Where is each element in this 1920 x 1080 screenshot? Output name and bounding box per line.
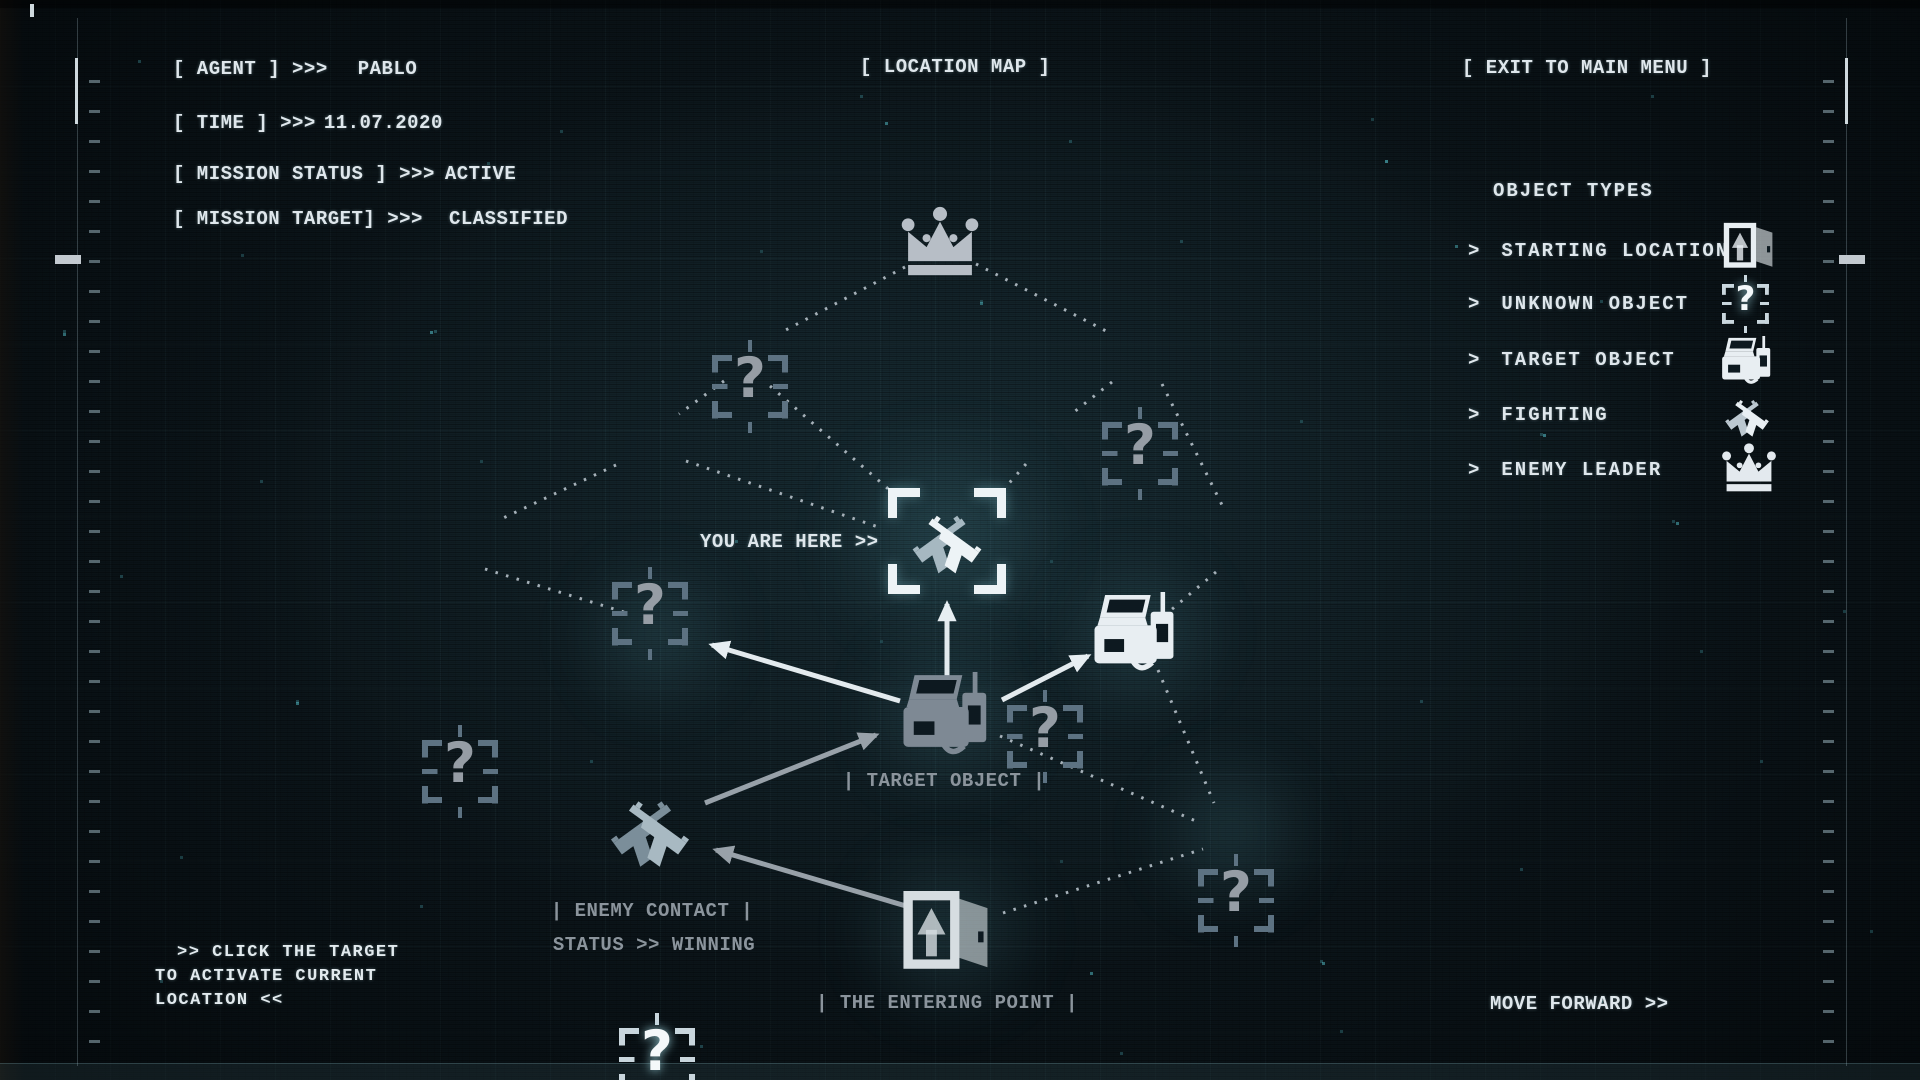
time-value: 11.07.2020 bbox=[323, 112, 443, 134]
legend-item-fighting: > FIGHTING bbox=[1468, 404, 1609, 426]
arrow-guns-to-radio bbox=[704, 732, 880, 806]
question-mark: ? bbox=[641, 1018, 673, 1080]
mission-target-label: [ MISSION TARGET] >>> bbox=[173, 208, 423, 230]
agent-value: PABLO bbox=[357, 58, 418, 80]
map-node-unknown-6[interactable]: ? bbox=[1198, 854, 1274, 948]
map-node-unknown-5[interactable]: ? bbox=[1007, 690, 1083, 784]
path-crown-q2 bbox=[975, 262, 1107, 333]
exit-to-main-menu-button[interactable]: [ EXIT TO MAIN MENU ] bbox=[1462, 57, 1712, 79]
hint-line-1: >> CLICK THE TARGET bbox=[177, 943, 400, 962]
legend-label: TARGET OBJECT bbox=[1501, 349, 1676, 371]
path-q1-current bbox=[769, 384, 894, 495]
question-mark: ? bbox=[1220, 859, 1252, 924]
time-label: [ TIME ] >>> bbox=[173, 112, 316, 134]
radio-icon bbox=[1094, 592, 1180, 674]
legend-prefix: > bbox=[1468, 293, 1482, 315]
map-node-target-object-right[interactable] bbox=[1094, 592, 1180, 674]
move-forward-button[interactable]: MOVE FORWARD >> bbox=[1490, 993, 1669, 1015]
question-reticle-icon: ? bbox=[1722, 275, 1770, 333]
legend-label: UNKNOWN OBJECT bbox=[1501, 293, 1690, 315]
mission-status-value: ACTIVE bbox=[444, 163, 517, 185]
mission-target-value: CLASSIFIED bbox=[448, 208, 568, 230]
legend-prefix: > bbox=[1468, 404, 1482, 426]
time-line: [ TIME ] >>> 11.07.2020 bbox=[173, 112, 443, 134]
agent-label: [ AGENT ] >>> bbox=[173, 58, 328, 80]
legend-label: STARTING LOCATION bbox=[1501, 240, 1730, 262]
question-mark: ? bbox=[1124, 412, 1156, 477]
click-target-hint: >> CLICK THE TARGET TO ACTIVATE CURRENT LO… bbox=[155, 941, 399, 1013]
path-crown-q1 bbox=[781, 265, 906, 334]
target-object-label: | TARGET OBJECT | bbox=[842, 770, 1046, 792]
legend-label: ENEMY LEADER bbox=[1501, 459, 1663, 481]
arrow-radio-to-q7 bbox=[708, 640, 901, 704]
crown-icon bbox=[898, 205, 982, 279]
map-node-unknown-7[interactable]: ? bbox=[619, 1013, 695, 1080]
map-node-current-location[interactable] bbox=[888, 488, 1006, 594]
legend-prefix: > bbox=[1468, 240, 1482, 262]
page-title: [ LOCATION MAP ] bbox=[860, 56, 1051, 78]
radio-icon bbox=[1722, 336, 1774, 386]
mission-target-line: [ MISSION TARGET] >>> CLASSIFIED bbox=[173, 208, 568, 230]
door-icon bbox=[1722, 222, 1776, 272]
legend-item-enemy-leader: > ENEMY LEADER bbox=[1468, 459, 1662, 481]
arrow-door-to-guns bbox=[712, 845, 907, 909]
hint-line-2: TO ACTIVATE CURRENT bbox=[155, 967, 378, 986]
path-q5-current bbox=[1002, 463, 1028, 490]
path-door-q8 bbox=[1002, 847, 1204, 915]
map-node-unknown-4[interactable]: ? bbox=[422, 725, 498, 819]
map-node-entering-point[interactable] bbox=[900, 891, 994, 975]
map-node-unknown-3[interactable]: ? bbox=[612, 567, 688, 661]
crossed-pistols-icon bbox=[912, 514, 982, 578]
you-are-here-label: YOU ARE HERE >> bbox=[700, 531, 879, 553]
enemy-status-label: STATUS >> WINNING bbox=[552, 934, 756, 956]
door-icon bbox=[900, 891, 994, 975]
question-mark: ? bbox=[1029, 695, 1061, 760]
agent-line: [ AGENT ] >>> PABLO bbox=[173, 58, 417, 80]
map-node-enemy-contact[interactable] bbox=[591, 782, 709, 878]
enemy-contact-label: | ENEMY CONTACT | bbox=[550, 900, 754, 922]
legend-item-starting-location: > STARTING LOCATION bbox=[1468, 240, 1729, 262]
legend-title: OBJECT TYPES bbox=[1493, 180, 1654, 202]
question-mark: ? bbox=[1735, 278, 1756, 319]
radio-icon bbox=[903, 672, 993, 758]
legend-prefix: > bbox=[1468, 459, 1482, 481]
map-node-enemy-leader[interactable] bbox=[898, 205, 982, 279]
question-mark: ? bbox=[634, 572, 666, 637]
map-node-unknown-1[interactable]: ? bbox=[712, 340, 788, 434]
question-mark: ? bbox=[734, 345, 766, 410]
crossed-pistols-icon bbox=[1724, 399, 1770, 440]
path-q3-q4 bbox=[498, 463, 617, 522]
legend-label: FIGHTING bbox=[1501, 404, 1609, 426]
path-q3-current bbox=[685, 459, 882, 530]
hint-line-3: LOCATION << bbox=[155, 991, 284, 1010]
path-radio-right-q8 bbox=[1156, 669, 1216, 804]
legend-item-unknown-object: > UNKNOWN OBJECT bbox=[1468, 293, 1689, 315]
mission-status-line: [ MISSION STATUS ] >>> ACTIVE bbox=[173, 163, 516, 185]
entering-point-label: | THE ENTERING POINT | bbox=[816, 992, 1078, 1014]
crossed-pistols-icon bbox=[610, 800, 690, 872]
map-node-unknown-2[interactable]: ? bbox=[1102, 407, 1178, 501]
mission-status-label: [ MISSION STATUS ] >>> bbox=[173, 163, 435, 185]
legend-item-target-object: > TARGET OBJECT bbox=[1468, 349, 1676, 371]
map-node-target-object[interactable] bbox=[903, 672, 993, 758]
question-mark: ? bbox=[444, 730, 476, 795]
crown-icon bbox=[1720, 442, 1778, 494]
path-q4-q7 bbox=[484, 567, 628, 615]
legend-prefix: > bbox=[1468, 349, 1482, 371]
